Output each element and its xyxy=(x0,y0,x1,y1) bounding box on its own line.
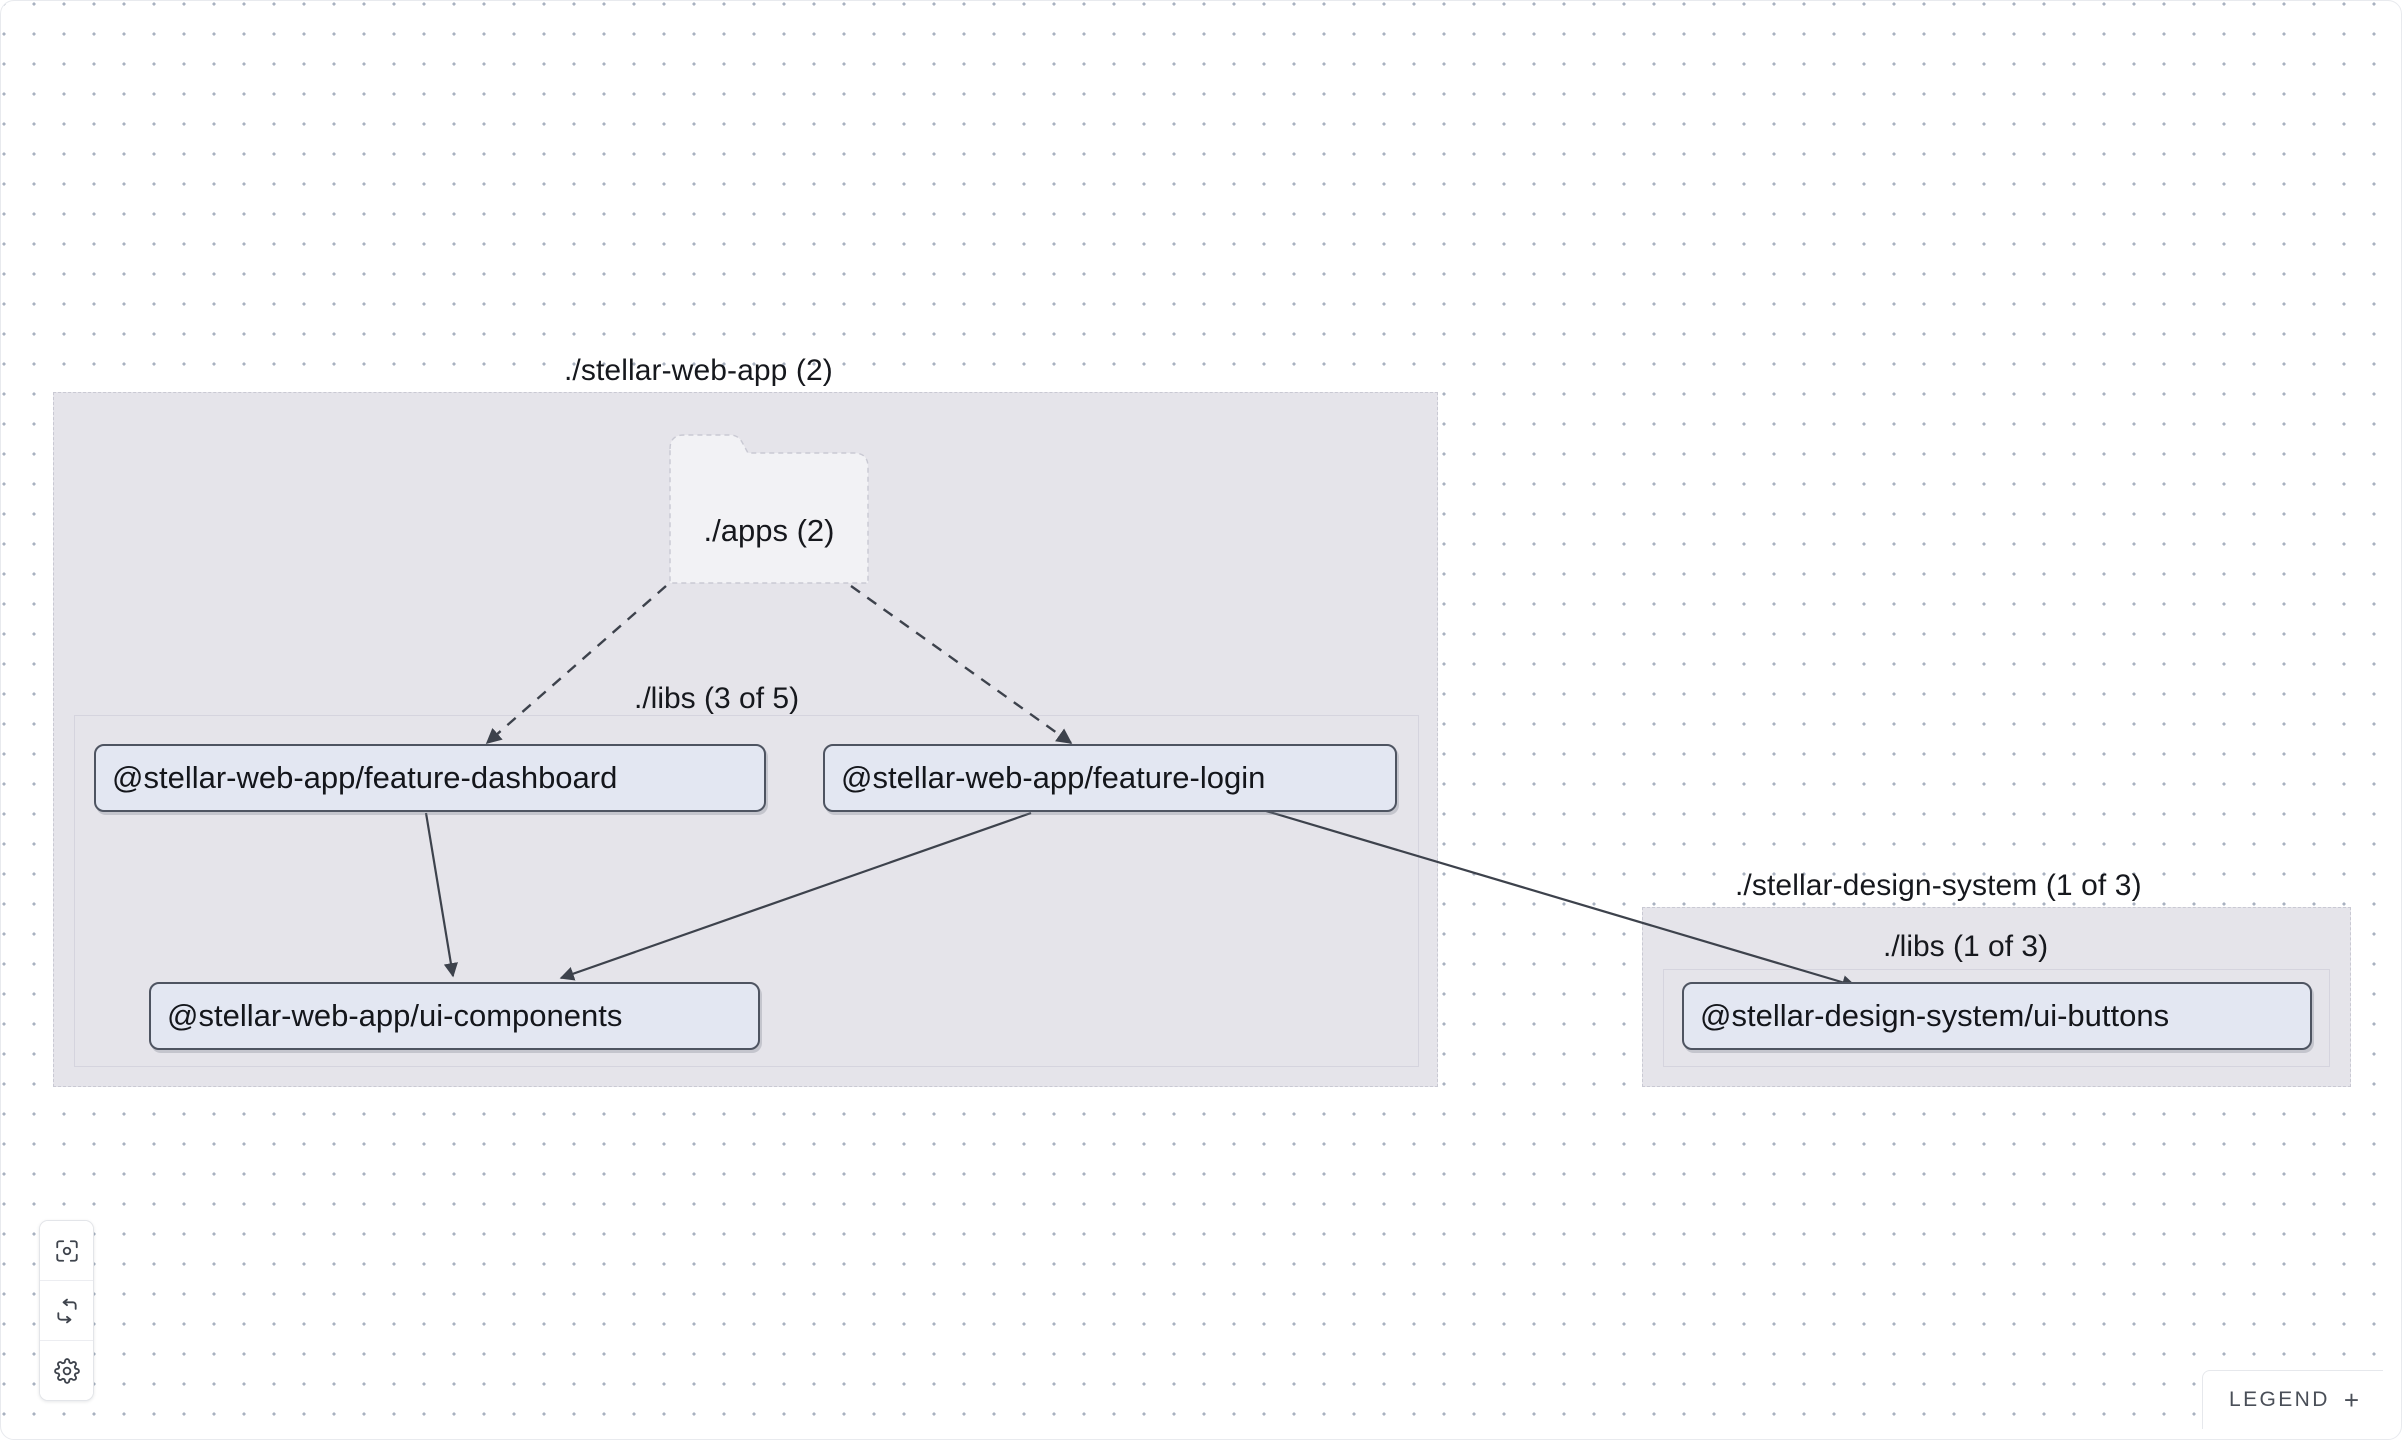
legend-label: LEGEND xyxy=(2229,1388,2330,1411)
graph-settings-button[interactable] xyxy=(40,1341,93,1400)
node-ui-buttons[interactable]: @stellar-design-system/ui-buttons xyxy=(1682,982,2312,1050)
node-ui-components[interactable]: @stellar-web-app/ui-components xyxy=(149,982,760,1050)
refresh-graph-button[interactable] xyxy=(40,1281,93,1341)
node-label-ui-components: @stellar-web-app/ui-components xyxy=(167,998,623,1033)
gear-icon xyxy=(53,1357,80,1384)
node-feature-dashboard[interactable]: @stellar-web-app/feature-dashboard xyxy=(94,744,766,812)
project-group-label-stellar-design-system: ./stellar-design-system (1 of 3) xyxy=(1735,869,2142,902)
legend-panel[interactable]: LEGEND + xyxy=(2202,1370,2383,1429)
refresh-icon xyxy=(56,1298,77,1323)
node-label-ui-buttons: @stellar-design-system/ui-buttons xyxy=(1700,998,2170,1033)
folder-node-apps[interactable]: ./apps (2) xyxy=(668,433,870,585)
canvas-controls[interactable] xyxy=(39,1220,94,1401)
node-label-feature-dashboard: @stellar-web-app/feature-dashboard xyxy=(112,760,618,795)
focus-graph-button[interactable] xyxy=(40,1221,93,1281)
project-group-label-stellar-web-app: ./stellar-web-app (2) xyxy=(564,354,833,387)
focus-target-icon xyxy=(55,1239,78,1262)
libs-group-stellar-design-system[interactable] xyxy=(1663,969,2330,1067)
libs-group-label-stellar-design-system: ./libs (1 of 3) xyxy=(1883,930,2049,963)
libs-group-label-stellar-web-app: ./libs (3 of 5) xyxy=(634,682,800,715)
node-label-feature-login: @stellar-web-app/feature-login xyxy=(841,760,1266,795)
node-feature-login[interactable]: @stellar-web-app/feature-login xyxy=(823,744,1397,812)
folder-icon xyxy=(669,434,869,584)
legend-expand-icon[interactable]: + xyxy=(2343,1385,2359,1415)
